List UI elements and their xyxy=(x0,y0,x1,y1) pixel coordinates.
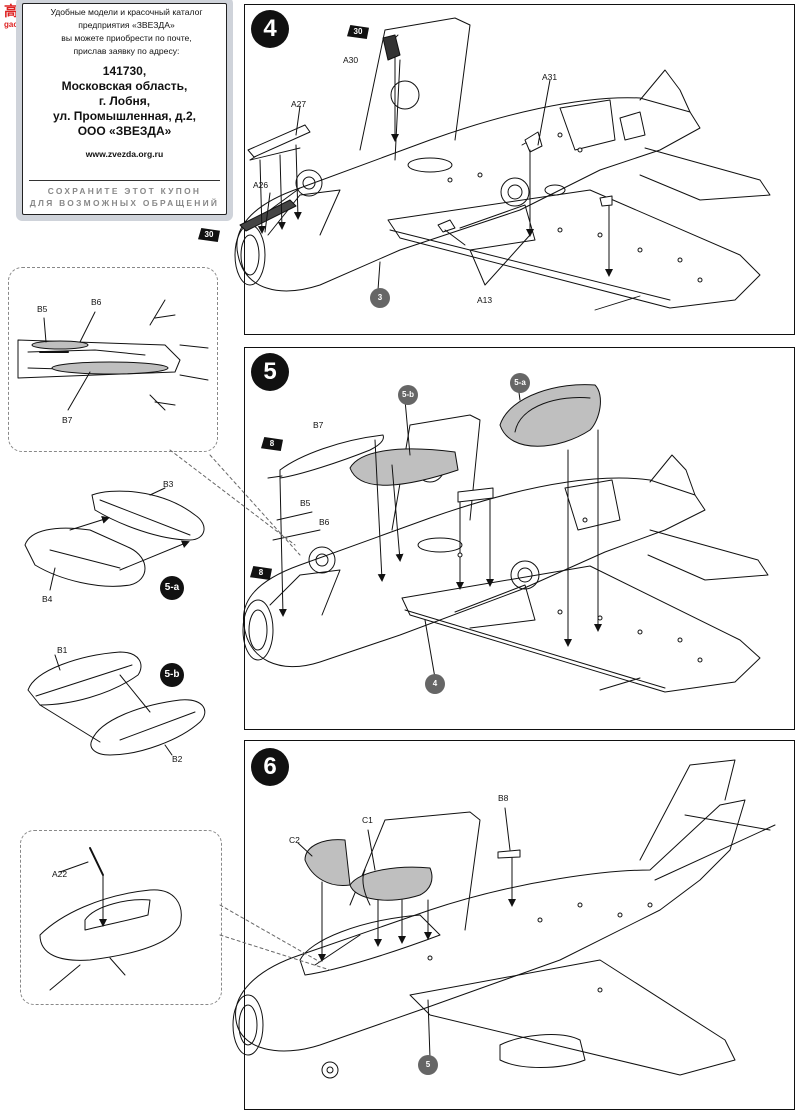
part-label-b6-detail: B6 xyxy=(91,297,102,307)
sub5b-drawing xyxy=(27,651,206,756)
save-line: СОХРАНИТЕ ЭТОТ КУПОН xyxy=(47,186,202,196)
detail-guns-drawing xyxy=(17,299,209,411)
address-line: ул. Промышленная, д.2, xyxy=(53,109,196,123)
catalog-coupon: Удобные модели и красочный каталог предп… xyxy=(22,3,227,215)
subassembly-ref-4: 4 xyxy=(425,674,445,694)
step-number-6: 6 xyxy=(251,748,289,786)
coupon-save-notice: СОХРАНИТЕ ЭТОТ КУПОН ДЛЯ ВОЗМОЖНЫХ ОБРАЩ… xyxy=(29,180,220,209)
part-label-b5: B5 xyxy=(300,498,311,508)
subassembly-ref-5: 5 xyxy=(418,1055,438,1075)
part-label-c2: C2 xyxy=(289,835,300,845)
detail-a22 xyxy=(20,830,222,1005)
detail-a22-drawing xyxy=(39,847,182,991)
part-label-b8: B8 xyxy=(498,793,509,803)
part-label-b4: B4 xyxy=(42,594,53,604)
detail-guns-b xyxy=(8,267,218,452)
decal-8-icon: 8 xyxy=(250,566,272,580)
decal-8-icon: 8 xyxy=(261,437,283,451)
coupon-website[interactable]: www.zvezda.org.ru xyxy=(85,149,164,159)
subassembly-ref-5b: 5-b xyxy=(398,385,418,405)
address-line: 141730, xyxy=(102,64,147,78)
part-label-b3: B3 xyxy=(163,479,174,489)
decal-30-icon: 30 xyxy=(347,25,369,39)
part-label-a22: A22 xyxy=(52,869,68,879)
step6-aircraft xyxy=(232,759,776,1079)
coupon-intro-line: Удобные модели и красочный каталог xyxy=(50,7,203,17)
save-line: ДЛЯ ВОЗМОЖНЫХ ОБРАЩЕНИЙ xyxy=(29,198,220,208)
coupon-address: 141730, Московская область, г. Лобня, ул… xyxy=(23,64,226,139)
coupon-intro-line: предприятия «ЗВЕЗДА» xyxy=(78,20,175,30)
part-label-b5-detail: B5 xyxy=(37,304,48,314)
decal-30-icon: 30 xyxy=(198,228,220,242)
part-label-a31: A31 xyxy=(542,72,558,82)
step-badge-5a: 5-a xyxy=(160,576,184,600)
part-label-b6: B6 xyxy=(319,517,330,527)
step4-aircraft xyxy=(234,17,771,311)
part-label-a13: A13 xyxy=(477,295,493,305)
address-line: Московская область, xyxy=(61,79,188,93)
part-label-b1: B1 xyxy=(57,645,68,655)
part-label-b7: B7 xyxy=(313,420,324,430)
step6-panel xyxy=(244,740,795,1110)
subassembly-ref-5a: 5-a xyxy=(510,373,530,393)
part-label-c1: C1 xyxy=(362,815,373,825)
step-badge-5b: 5-b xyxy=(160,663,184,687)
coupon-intro: Удобные модели и красочный каталог предп… xyxy=(23,6,226,58)
step4-panel xyxy=(244,4,795,335)
part-label-b7-detail: B7 xyxy=(62,415,73,425)
part-label-a27: A27 xyxy=(291,99,307,109)
part-label-a26: A26 xyxy=(253,180,269,190)
coupon-intro-line: прислав заявку по адресу: xyxy=(73,46,180,56)
step-number-4: 4 xyxy=(251,10,289,48)
subassembly-ref-3: 3 xyxy=(370,288,390,308)
part-label-a30: A30 xyxy=(343,55,359,65)
step5-aircraft xyxy=(242,384,769,693)
sub5a-drawing xyxy=(24,487,205,591)
part-label-b2: B2 xyxy=(172,754,183,764)
address-line: ООО «ЗВЕЗДА» xyxy=(77,124,172,138)
coupon-intro-line: вы можете приобрести по почте, xyxy=(61,33,192,43)
address-line: г. Лобня, xyxy=(98,94,151,108)
step-number-5: 5 xyxy=(251,353,289,391)
